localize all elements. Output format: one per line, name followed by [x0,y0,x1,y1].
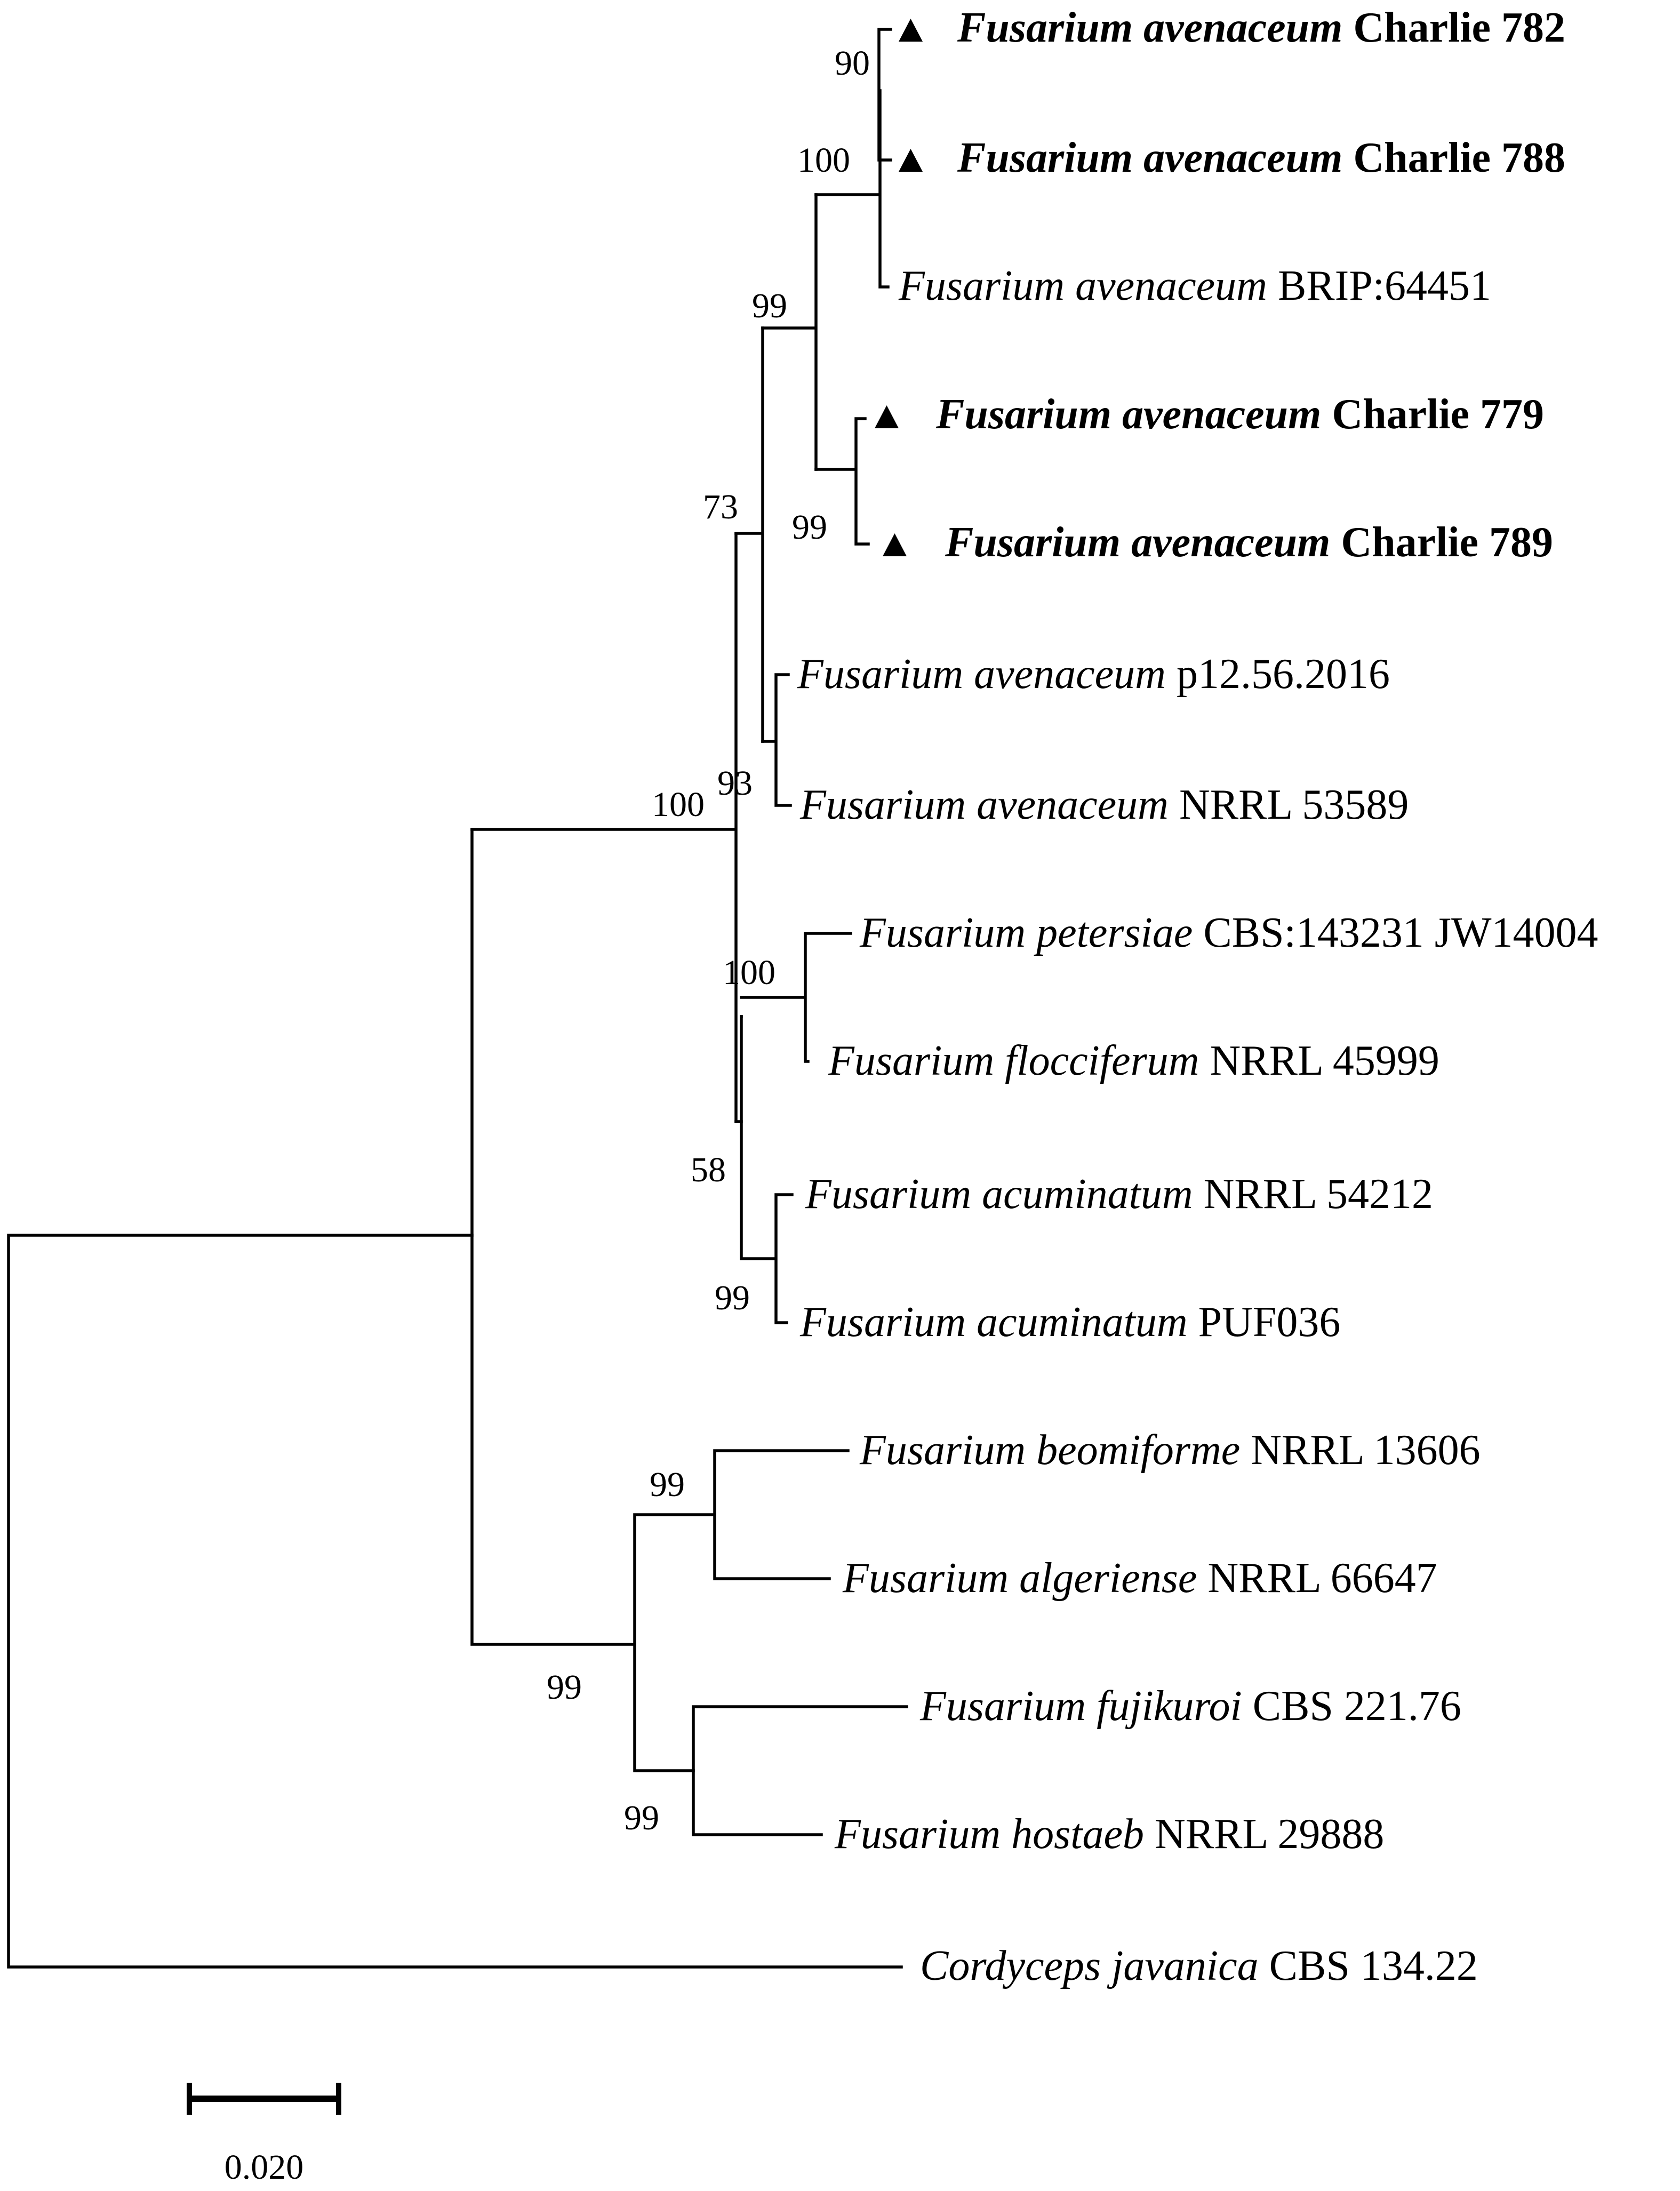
bootstrap-value: 99 [624,1798,659,1837]
taxon-label: Fusarium avenaceum Charlie 789 [945,519,1553,566]
bootstrap-value: 99 [752,286,787,325]
bootstrap-value: 99 [547,1668,582,1707]
branch-clade-100-inner [814,89,890,289]
taxon-label: Fusarium flocciferum NRRL 45999 [828,1037,1439,1084]
triangle-marker-icon [875,405,899,428]
taxon-label: Fusarium avenaceum Charlie 788 [957,134,1565,181]
bootstrap-value: 58 [691,1150,726,1189]
branch-clade-99-outer [633,1513,716,1772]
triangle-marker-icon [883,533,907,556]
bootstrap-value: 100 [652,785,705,824]
taxon-label: Fusarium avenaceum p12.56.2016 [797,651,1390,698]
branch-clade-73 [734,326,764,743]
scale-bar-label: 0.020 [225,2148,304,2187]
branch-clade-100-petersiae [740,932,852,1063]
scale-bar: 0.020 [187,2083,341,2187]
branch-clade-99-beomiforme [713,1449,850,1580]
bootstrap-values: 90 100 99 99 73 93 100 100 58 99 99 99 9… [547,44,870,1837]
branch-clade-99-acuminatum [740,1120,794,1324]
taxon-label: Fusarium avenaceum BRIP:64451 [898,262,1491,309]
triangle-marker-icon [899,19,923,42]
taxon-label: Fusarium avenaceum NRRL 53589 [799,781,1409,828]
taxon-label: Fusarium hostaeb NRRL 29888 [834,1811,1384,1858]
taxon-label: Cordyceps javanica CBS 134.22 [920,1942,1478,1989]
bootstrap-value: 73 [703,487,738,526]
taxon-label: Fusarium beomiforme NRRL 13606 [859,1427,1481,1474]
isolate-markers [875,19,923,556]
bootstrap-value: 100 [797,141,850,180]
branch-clade-99-fujikuroi [692,1705,908,1836]
bootstrap-value: 99 [792,508,827,547]
bootstrap-value: 93 [717,764,753,803]
branch-clade-93 [761,673,792,807]
bootstrap-value: 99 [715,1278,750,1317]
taxon-label: Fusarium petersiae CBS:143231 JW14004 [859,909,1598,956]
bootstrap-value: 100 [723,953,775,992]
branch-clade-99-b [814,417,870,546]
taxon-label: Fusarium algeriense NRRL 66647 [842,1555,1437,1602]
branch-clade-99-charlie [761,193,818,471]
branch-ingroup [470,828,636,1646]
taxon-label: Fusarium avenaceum Charlie 782 [957,4,1565,51]
taxon-label: Fusarium fujikuroi CBS 221.76 [919,1683,1461,1730]
taxon-label: Fusarium acuminatum NRRL 54212 [805,1171,1433,1218]
taxon-label: Fusarium avenaceum Charlie 779 [935,391,1544,438]
triangle-marker-icon [899,149,923,172]
bootstrap-value: 90 [835,44,870,83]
taxon-labels: Fusarium avenaceum Charlie 782 Fusarium … [797,4,1598,1989]
tree-branches [7,28,908,1969]
taxon-label: Fusarium acuminatum PUF036 [799,1299,1340,1346]
branch-root [7,1234,903,1969]
bootstrap-value: 99 [650,1465,685,1504]
branch-clade-90 [877,28,892,162]
branch-clade-100 [470,532,738,1123]
